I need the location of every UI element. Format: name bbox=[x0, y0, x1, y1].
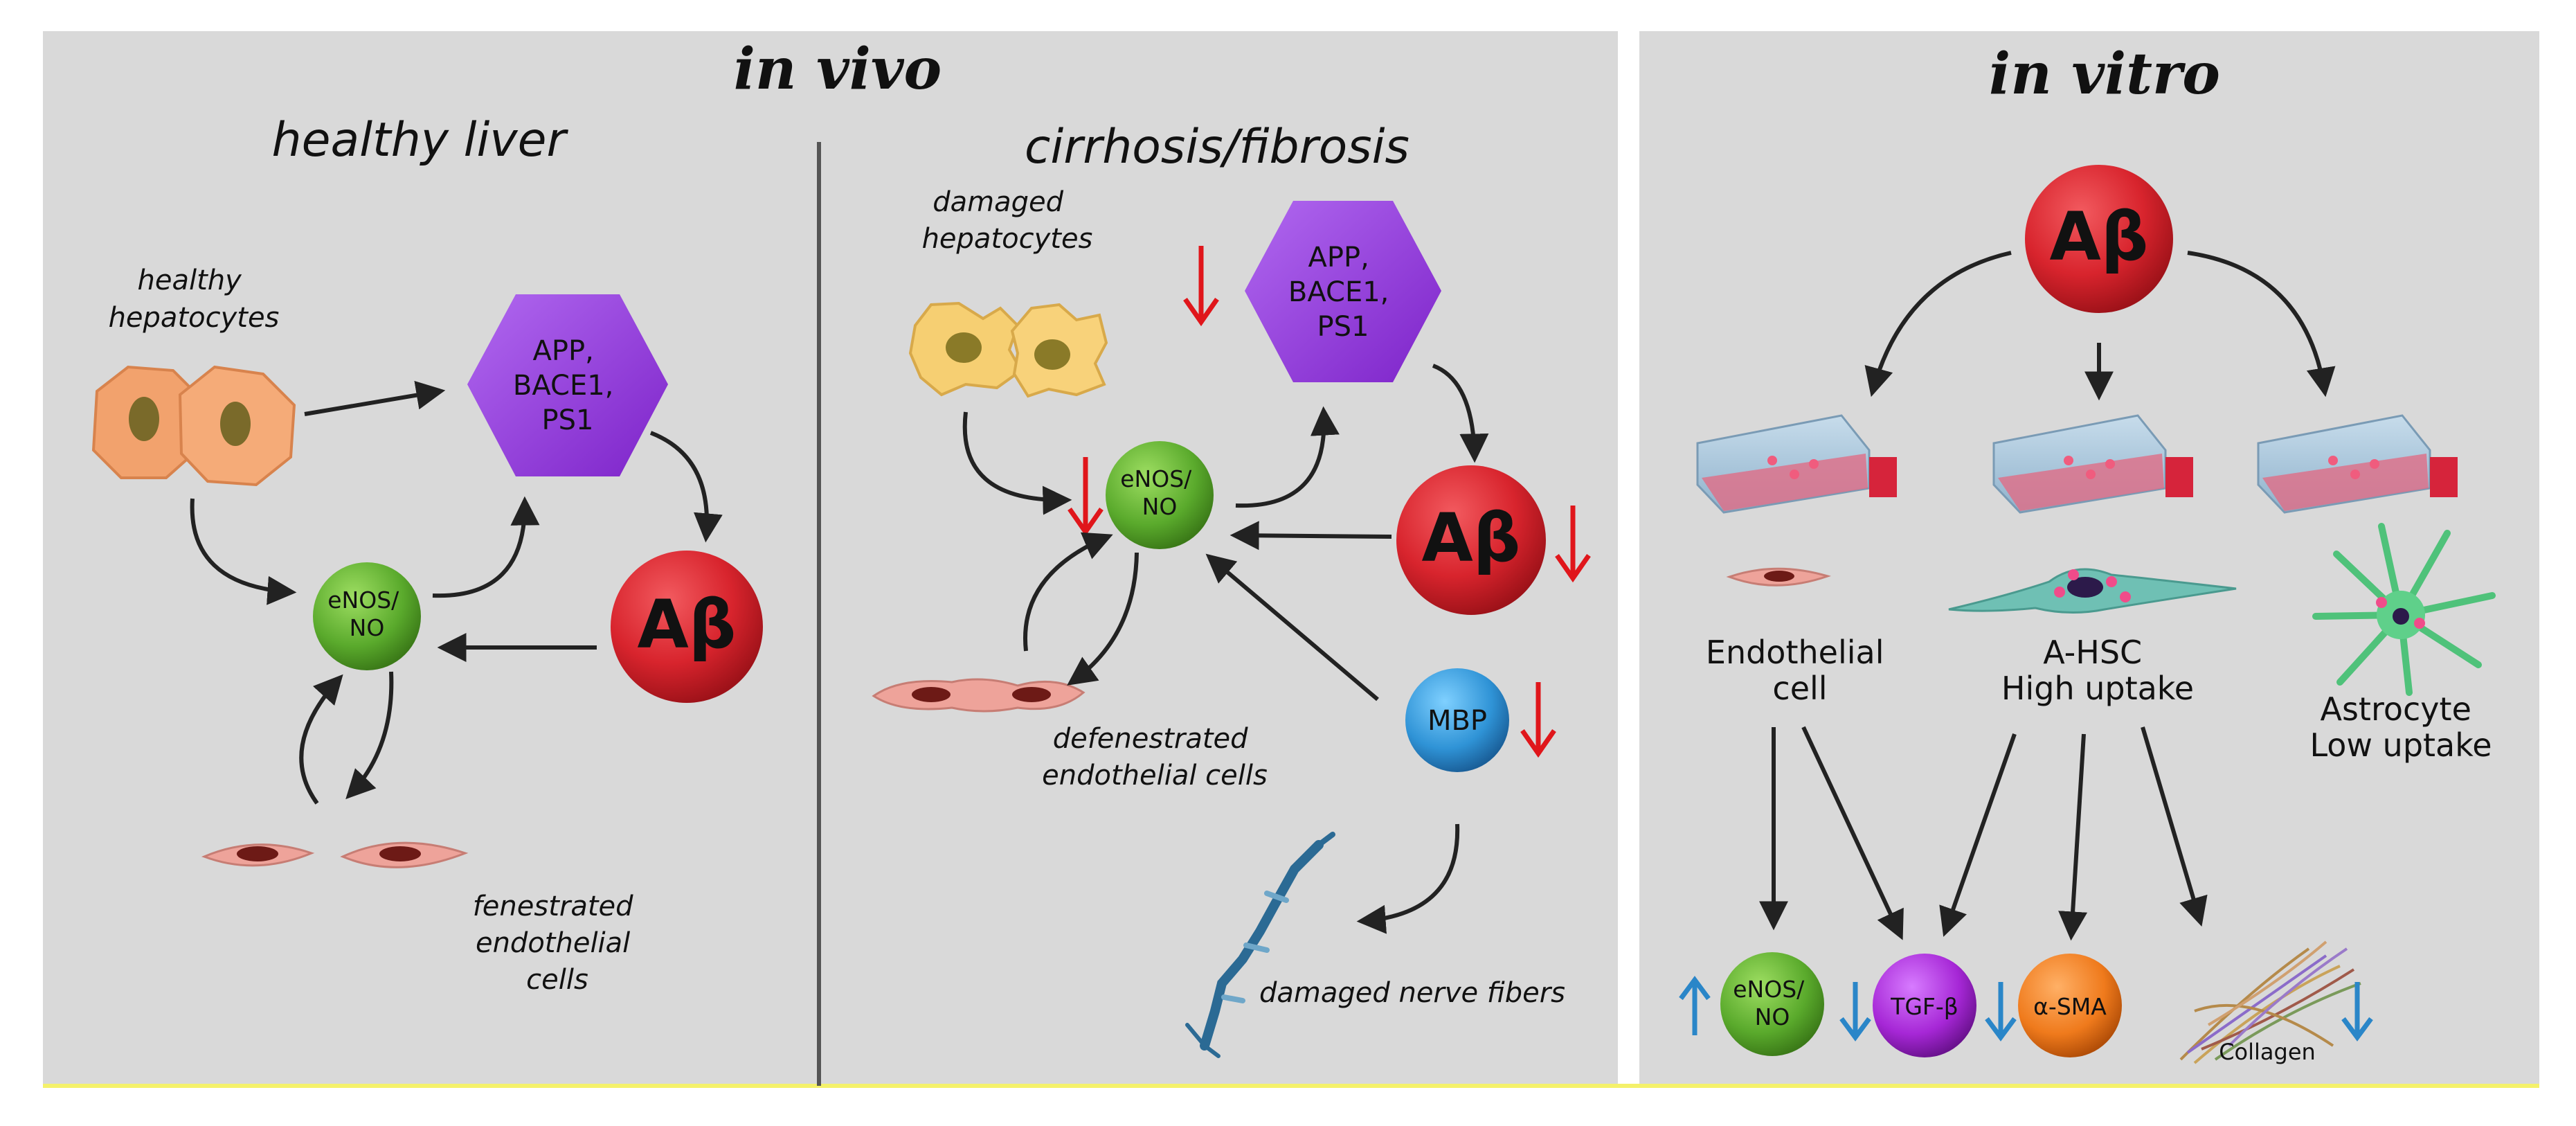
in-vivo-title: in vivo bbox=[734, 36, 942, 102]
down-arrow-blue-icon bbox=[2341, 982, 2373, 1042]
vitro-abeta-node: Aβ bbox=[2025, 165, 2173, 313]
flask-icon bbox=[2257, 414, 2458, 514]
down-arrow-red-icon bbox=[1555, 506, 1591, 583]
in-vitro-section: Aβ bbox=[1679, 165, 2496, 1065]
damaged-nerve-fibers-label: damaged nerve fibers bbox=[1259, 977, 1565, 1009]
healthy-hepatocytes-label: healthy hepatocytes bbox=[109, 265, 280, 334]
svg-text:α-SMA: α-SMA bbox=[2033, 993, 2107, 1020]
healthy-endothelial-cells-icon bbox=[201, 841, 469, 868]
flask-icon bbox=[1696, 414, 1897, 514]
healthy-liver-section: healthy liver healthy hepatocytes APP, B… bbox=[91, 113, 763, 996]
healthy-app-hexagon: APP, BACE1, PS1 bbox=[467, 294, 668, 476]
down-arrow-blue-icon bbox=[1985, 982, 2017, 1042]
damaged-hepatocytes-label: damaged hepatocytes bbox=[922, 186, 1093, 255]
down-arrow-red-icon bbox=[1183, 246, 1219, 327]
damaged-hepatocytes-icon bbox=[908, 301, 1108, 398]
svg-text:APP, BACE1, PS: APP, BACE1, PS1 bbox=[513, 335, 622, 436]
defenestrated-endothelial-cells-icon bbox=[872, 678, 1086, 713]
vitro-endothelial-cell-icon bbox=[1726, 567, 1831, 587]
cirrhosis-abeta-node: Aβ bbox=[1396, 465, 1546, 615]
astrocyte-cell-icon bbox=[2312, 523, 2496, 696]
svg-text:TGF-β: TGF-β bbox=[1890, 993, 1958, 1020]
hsc-label: A-HSC High uptake bbox=[2001, 634, 2194, 707]
cirrhosis-arrows bbox=[962, 364, 1489, 934]
in-vivo-panel bbox=[43, 31, 1618, 1086]
in-vitro-title: in vitro bbox=[1989, 41, 2220, 107]
cirrhosis-enos-node: eNOS/ NO bbox=[1106, 441, 1214, 549]
down-arrow-red-icon bbox=[1068, 457, 1104, 537]
up-arrow-blue-icon bbox=[1679, 976, 1711, 1035]
healthy-endothelial-label: fenestrated endothelial cells bbox=[473, 891, 642, 996]
astrocyte-label: Astrocyte Low uptake bbox=[2309, 690, 2492, 764]
svg-text:eNOS/ NO: eNOS/ NO bbox=[1733, 976, 1812, 1030]
vitro-endothelial-label: Endothelial cell bbox=[1706, 634, 1894, 707]
healthy-heading: healthy liver bbox=[272, 113, 569, 168]
cirrhosis-app-hexagon: APP, BACE1, PS1 bbox=[1245, 201, 1441, 382]
cirrhosis-heading: cirrhosis/fibrosis bbox=[1025, 120, 1409, 175]
vitro-enos-node: eNOS/ NO bbox=[1720, 952, 1824, 1056]
vitro-output-arrows bbox=[1759, 726, 2208, 941]
svg-text:Aβ: Aβ bbox=[2049, 198, 2148, 276]
collagen-label: Collagen bbox=[2219, 1039, 2316, 1065]
mbp-node: MBP bbox=[1405, 668, 1509, 772]
flask-icon bbox=[1992, 414, 2193, 514]
damaged-nerve-fibers-icon bbox=[1185, 832, 1335, 1058]
healthy-arrows bbox=[190, 380, 723, 805]
healthy-enos-node: eNOS/ NO bbox=[313, 562, 421, 670]
healthy-hepatocytes-icon bbox=[91, 365, 296, 487]
defenestrated-label: defenestrated endothelial cells bbox=[1042, 723, 1268, 792]
svg-text:MBP: MBP bbox=[1427, 705, 1487, 737]
svg-text:APP, BACE1, PS: APP, BACE1, PS1 bbox=[1288, 242, 1398, 343]
collagen-fibers-icon bbox=[2179, 940, 2361, 1064]
alpha-sma-node: α-SMA bbox=[2018, 954, 2122, 1057]
cirrhosis-section: cirrhosis/fibrosis damaged hepatocytes A… bbox=[872, 120, 1591, 1058]
tgf-beta-node: TGF-β bbox=[1873, 954, 1976, 1057]
svg-text:Aβ: Aβ bbox=[1421, 499, 1520, 577]
svg-text:eNOS/ NO: eNOS/ NO bbox=[327, 587, 406, 641]
down-arrow-blue-icon bbox=[1839, 982, 1871, 1042]
healthy-abeta-node: Aβ bbox=[611, 551, 763, 703]
vitro-abeta-arrows bbox=[1864, 251, 2336, 401]
down-arrow-red-icon bbox=[1520, 682, 1556, 758]
svg-text:eNOS/ NO: eNOS/ NO bbox=[1120, 465, 1199, 520]
hsc-cell-icon bbox=[1948, 568, 2237, 614]
svg-text:Aβ: Aβ bbox=[637, 586, 736, 663]
